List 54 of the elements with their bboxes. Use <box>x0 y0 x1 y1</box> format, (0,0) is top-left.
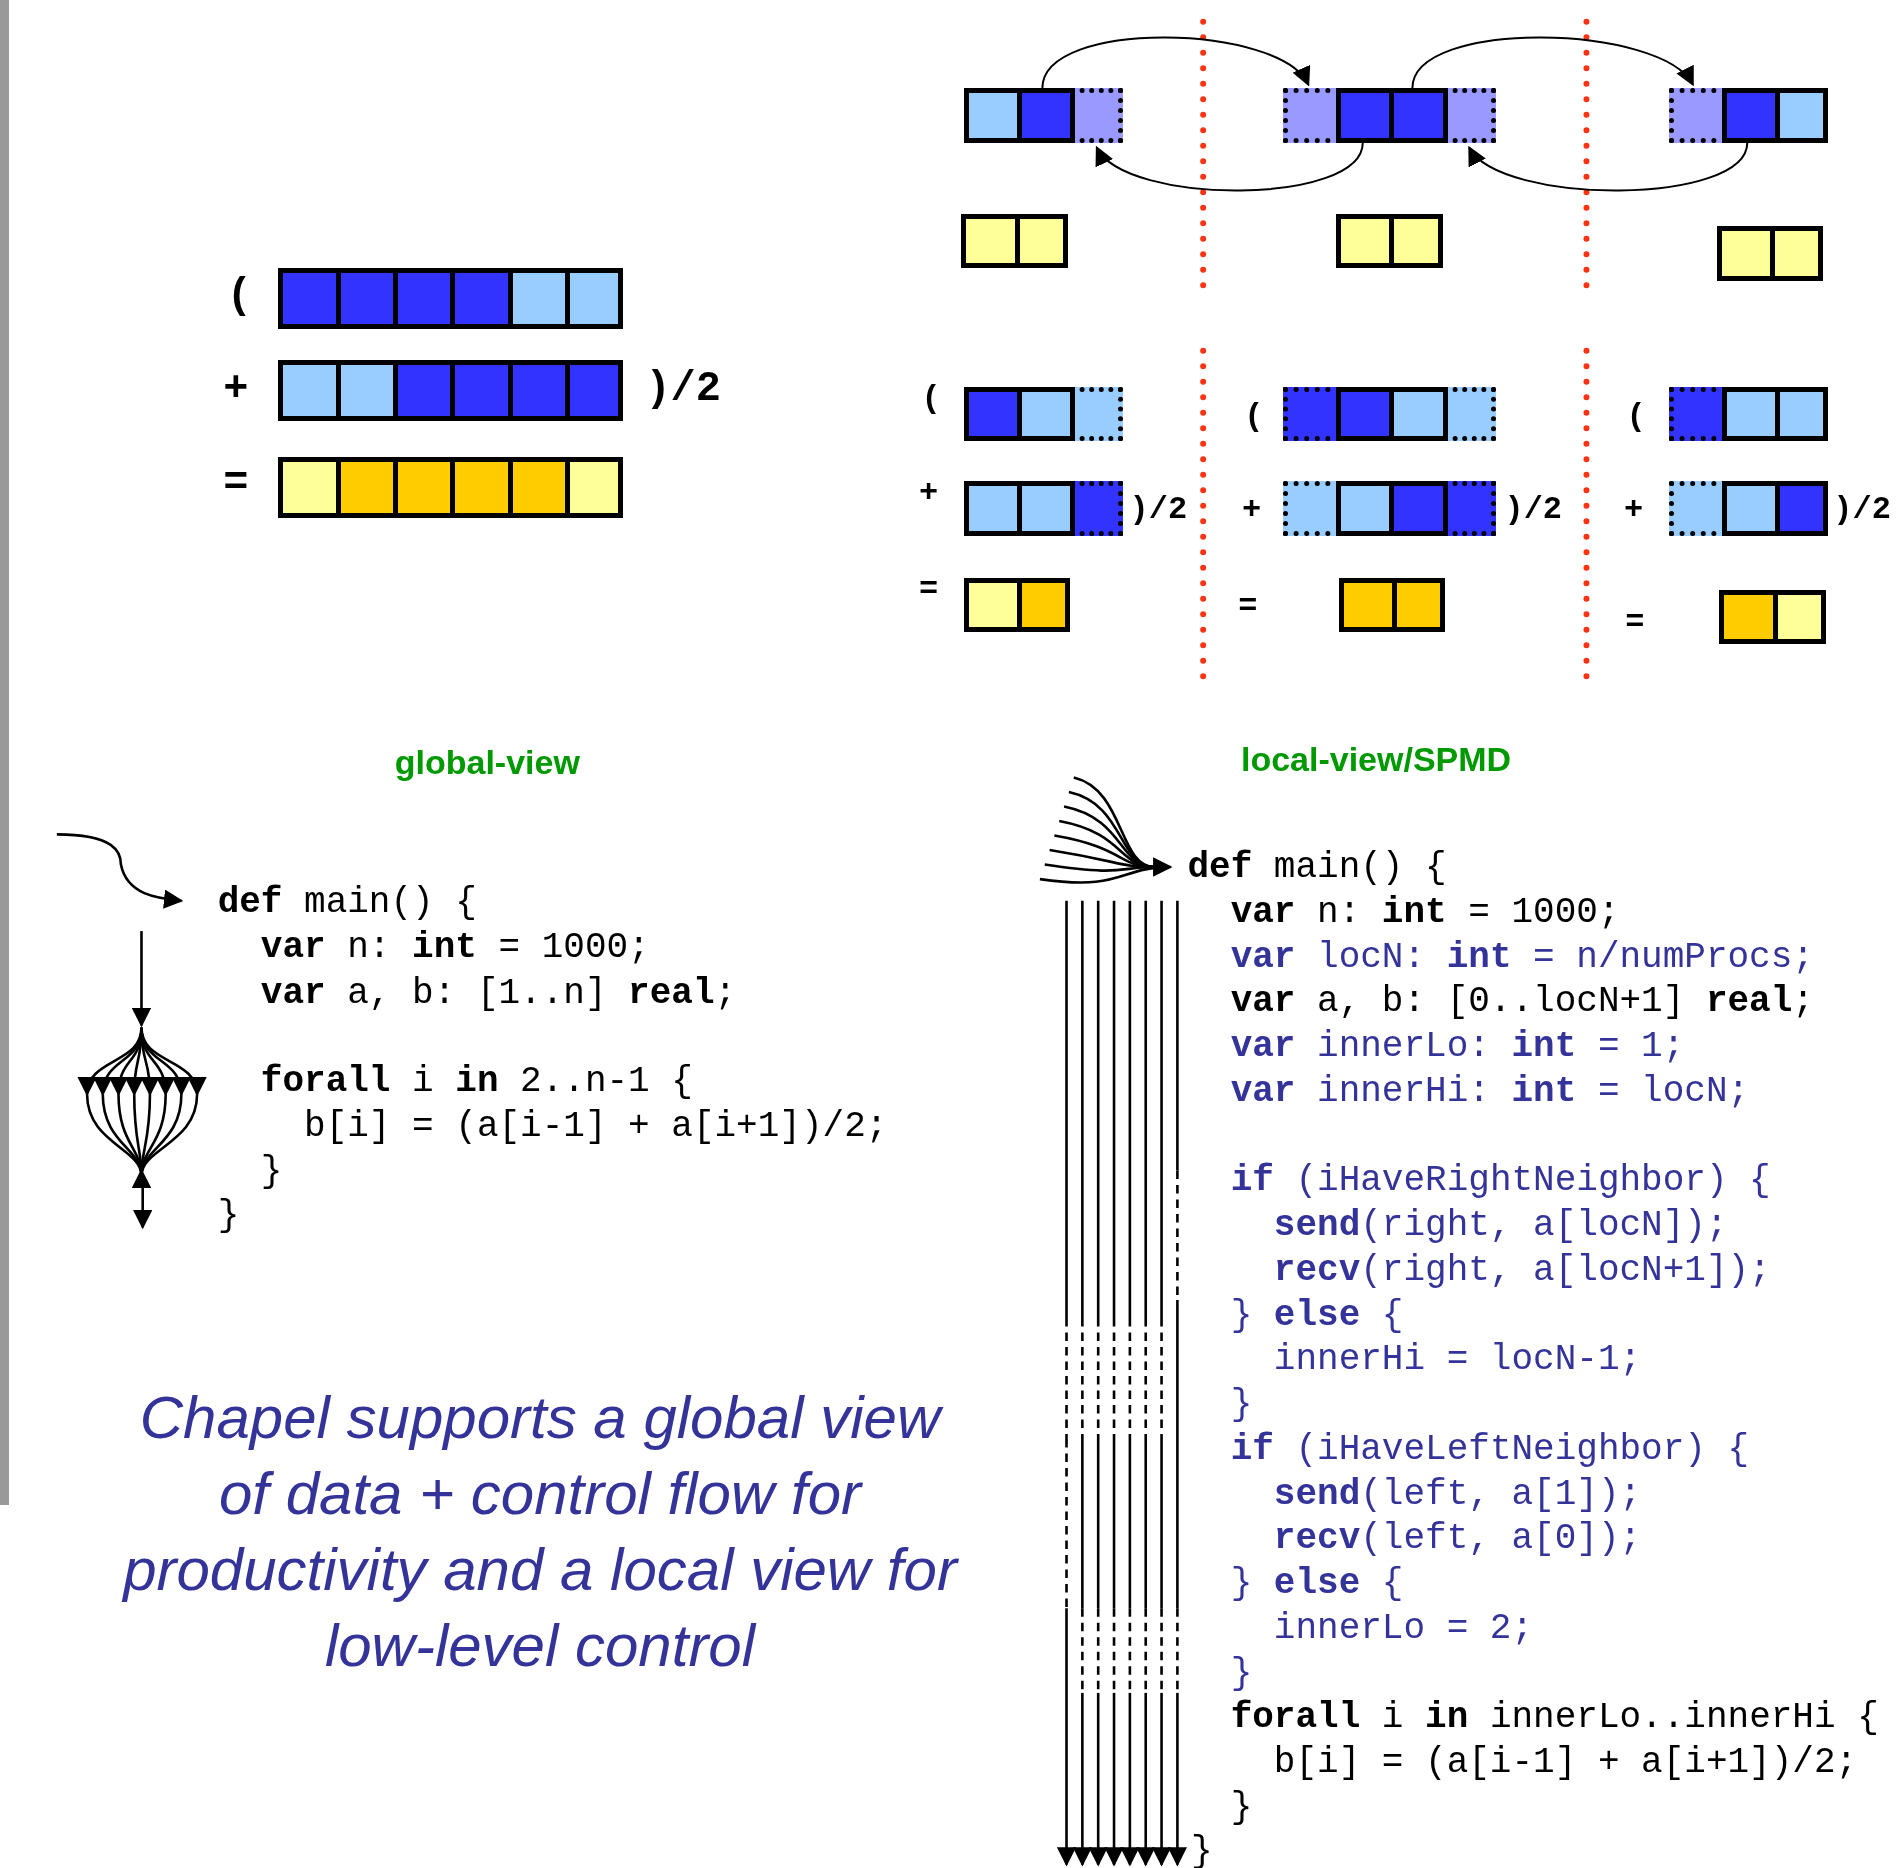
arrow <box>1411 36 1695 90</box>
code-line: send(left, a[1]); <box>1273 1472 1642 1517</box>
code-line: var innerLo: int = 1; <box>1230 1025 1685 1070</box>
operator-symbol: ( <box>1626 401 1646 434</box>
code-line: def main() { <box>1187 846 1447 891</box>
code-line: } else { <box>1230 1293 1404 1338</box>
code-line: if (iHaveRightNeighbor) { <box>1230 1159 1771 1204</box>
code-line: recv(left, a[0]); <box>1273 1517 1642 1562</box>
arrow <box>1467 141 1749 192</box>
code-line: var n: int = 1000; <box>1230 890 1620 935</box>
caption-text: Chapel supports a global view of data + control flow for productivity and a local view for low-level control <box>121 1383 960 1681</box>
code-line: var a, b: [0..locN+1] real; <box>1230 980 1814 1025</box>
code-line: def main() { <box>217 881 477 926</box>
arrow <box>1041 36 1310 90</box>
operator-symbol: )/2 <box>1129 494 1188 527</box>
code-line: forall i in innerLo..innerHi { <box>1230 1696 1879 1741</box>
code-line: b[i] = (a[i-1] + a[i+1])/2; <box>1273 1741 1858 1785</box>
operator-symbol: + <box>1241 494 1262 527</box>
code-line: innerLo = 2; <box>1273 1606 1534 1651</box>
operator-symbol: )/2 <box>1833 494 1891 527</box>
code-line: send(right, a[locN]); <box>1273 1204 1728 1249</box>
code-line: } <box>260 1149 283 1194</box>
code-line: var a, b: [1..n] real; <box>260 971 737 1016</box>
code-line: var n: int = 1000; <box>260 926 650 970</box>
code-line: var locN: int = n/numProcs; <box>1230 935 1814 980</box>
array-drawing <box>1668 88 1829 143</box>
code-line: innerHi = locN-1; <box>1273 1338 1642 1383</box>
code-line: if (iHaveLeftNeighbor) { <box>1230 1427 1750 1472</box>
code-line: } <box>217 1194 240 1239</box>
code-line: recv(right, a[locN+1]); <box>1273 1248 1771 1293</box>
code-line: } else { <box>1230 1562 1404 1607</box>
code-line: } <box>1230 1383 1253 1428</box>
operator-symbol: + <box>223 368 249 411</box>
code-line: } <box>1230 1785 1253 1830</box>
operator-symbol: ( <box>226 275 252 318</box>
array-drawing <box>963 88 1124 143</box>
operator-symbol: + <box>919 477 939 510</box>
code-line: var innerHi: int = locN; <box>1230 1069 1750 1114</box>
operator-symbol: )/2 <box>645 368 721 411</box>
code-line: } <box>1230 1651 1253 1696</box>
section-heading: local-view/SPMD <box>1240 739 1512 779</box>
operator-symbol: = <box>223 462 249 505</box>
operator-symbol: ( <box>921 383 941 416</box>
operator-symbol: = <box>919 574 939 607</box>
operator-symbol: )/2 <box>1504 494 1563 527</box>
array-drawing <box>1282 88 1496 143</box>
operator-symbol: = <box>1238 591 1258 623</box>
code-line: forall i in 2..n-1 { <box>260 1060 693 1105</box>
section-heading: global-view <box>394 742 580 782</box>
operator-symbol: ( <box>1244 401 1264 434</box>
arrow <box>1095 141 1364 192</box>
code-line: b[i] = (a[i-1] + a[i+1])/2; <box>304 1104 888 1149</box>
operator-symbol: + <box>1624 494 1644 527</box>
operator-symbol: = <box>1625 606 1645 639</box>
